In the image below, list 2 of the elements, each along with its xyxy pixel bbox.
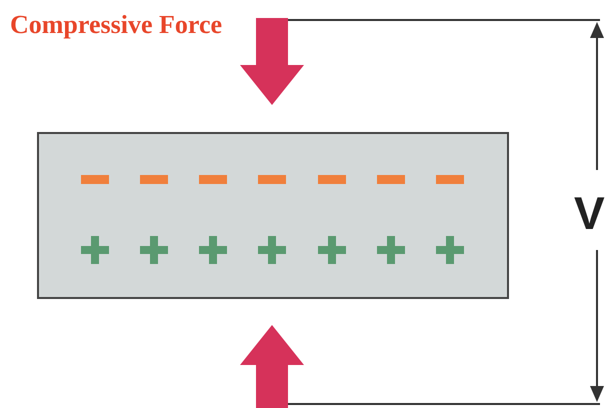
force-label: Compressive Force [10,10,222,40]
voltage-label: V [574,186,605,240]
